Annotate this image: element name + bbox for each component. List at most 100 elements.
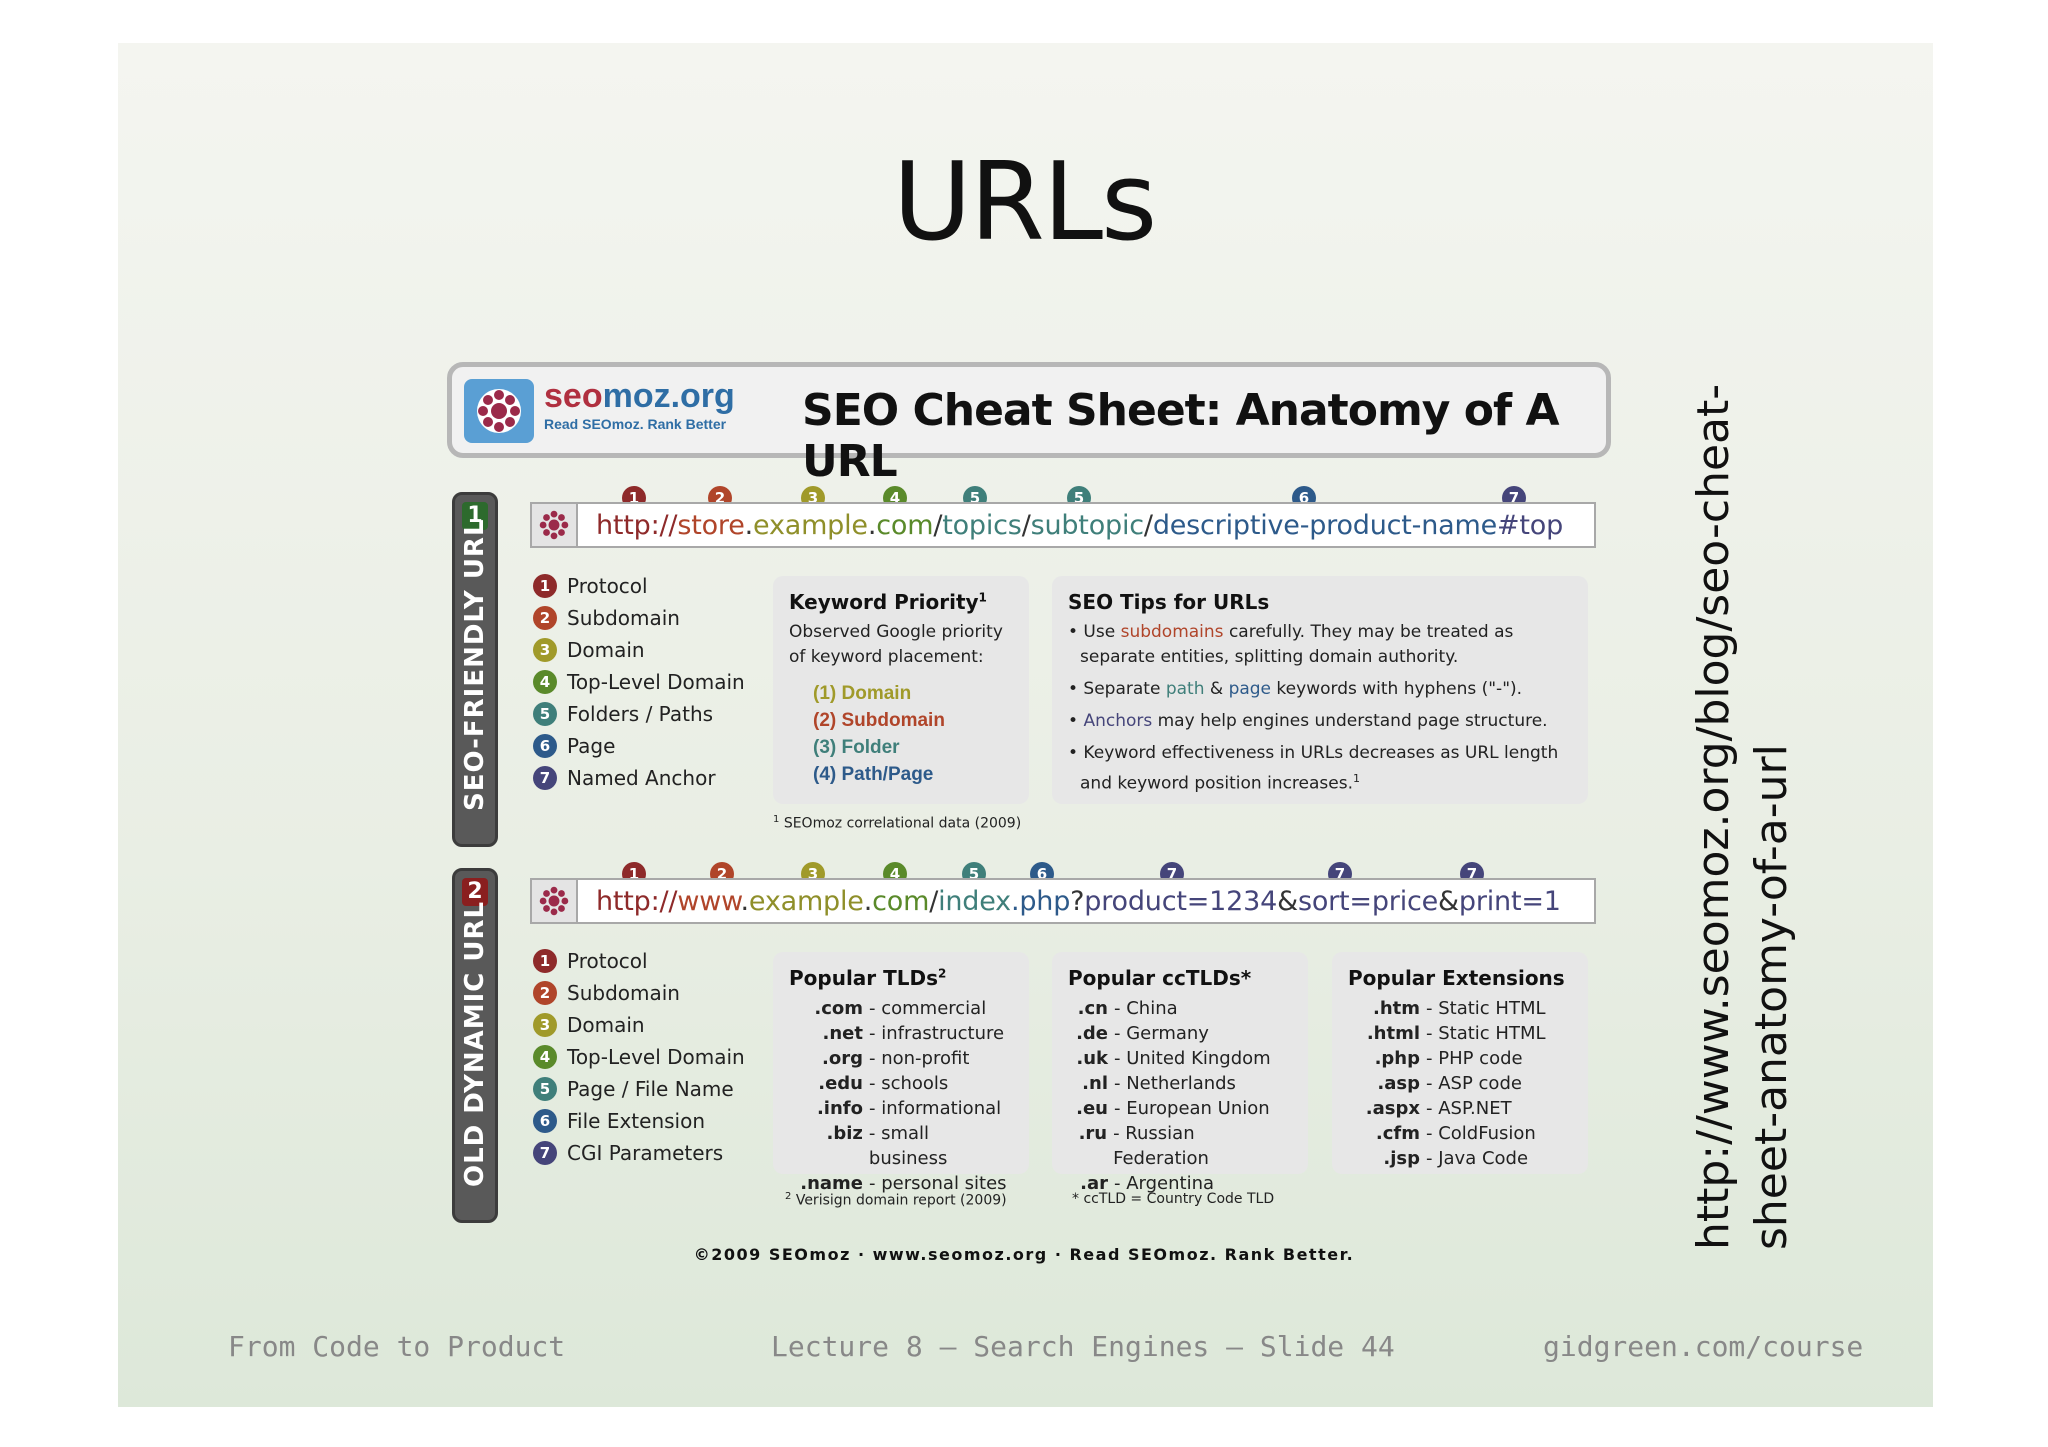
component-label: Protocol — [567, 574, 648, 598]
row-value: - informational — [869, 1098, 1002, 1119]
table-row: .nl- Netherlands — [1068, 1071, 1292, 1096]
footnote-cctld: * ccTLD = Country Code TLD — [1072, 1191, 1275, 1207]
footnote-2-sup: 2 — [785, 1191, 792, 1202]
url-domain: example — [748, 886, 864, 917]
number-badge-icon: 3 — [533, 638, 557, 662]
logo-name-a: seo — [544, 377, 603, 415]
row-key: .php — [1374, 1048, 1420, 1069]
table-row: .ru- Russian Federation — [1068, 1121, 1292, 1171]
url-subdomain: www — [677, 886, 741, 917]
row-key: .edu — [818, 1073, 863, 1094]
table-row: .htm- Static HTML — [1348, 996, 1572, 1021]
row-key: .de — [1076, 1023, 1108, 1044]
footer-slide-info: Lecture 8 — Search Engines — Slide 44 — [771, 1330, 1395, 1363]
row-value: - PHP code — [1426, 1048, 1523, 1069]
row-key: .ar — [1080, 1173, 1108, 1194]
url-domain: example — [753, 510, 868, 541]
row-value: - Static HTML — [1426, 1023, 1546, 1044]
row-value: - small business — [868, 1123, 948, 1169]
cheat-sheet-title: SEO Cheat Sheet: Anatomy of A URL — [802, 385, 1560, 487]
number-badge-icon: 1 — [533, 949, 557, 973]
row-value: - commercial — [869, 998, 987, 1019]
tip-4: • Keyword effectiveness in URLs decrease… — [1068, 743, 1559, 794]
row-key: .biz — [826, 1123, 863, 1144]
component-label: Domain — [567, 638, 645, 662]
slide-title: URLs — [892, 140, 1158, 265]
tip-2: • Separate path & page keywords with hyp… — [1068, 679, 1523, 699]
table-row: .html- Static HTML — [1348, 1021, 1572, 1046]
row-key: .name — [800, 1173, 863, 1194]
popular-extensions-panel: Popular Extensions .htm- Static HTML.htm… — [1332, 952, 1588, 1174]
source-url-line1: http://www.seomoz.org/blog/seo-cheat- — [1688, 383, 1739, 1250]
table-row: .asp- ASP code — [1348, 1071, 1572, 1096]
url-tld: com — [876, 510, 934, 541]
row-value: - Netherlands — [1114, 1073, 1236, 1094]
row-value: - European Union — [1114, 1098, 1270, 1119]
row-key: .org — [822, 1048, 863, 1069]
section1-url: http://store.example.com/topics/subtopic… — [596, 510, 1563, 541]
row-key: .uk — [1076, 1048, 1108, 1069]
section1-badge: 1 — [462, 502, 488, 530]
row-value: - Russian Federation — [1113, 1123, 1209, 1169]
row-key: .htm — [1372, 998, 1420, 1019]
url-protocol: http:// — [596, 886, 678, 917]
popular-tlds-panel: Popular TLDs2 .com- commercial.net- infr… — [773, 952, 1029, 1194]
row-key: .net — [822, 1023, 863, 1044]
table-row: .ar - Argentina — [1068, 1171, 1292, 1196]
row-key: .eu — [1076, 1098, 1108, 1119]
number-badge-icon: 5 — [533, 702, 557, 726]
row-value: - personal sites — [869, 1173, 1007, 1194]
url-param: product=1234 — [1084, 886, 1278, 917]
url-amp: & — [1277, 886, 1298, 917]
row-key: .cfm — [1375, 1123, 1420, 1144]
logo-tagline: Read SEOmoz. Rank Better — [544, 416, 727, 432]
row-value: - Java Code — [1426, 1148, 1529, 1169]
url-amp: & — [1438, 886, 1459, 917]
component-label: Page — [567, 734, 616, 758]
popular-cctlds-panel: Popular ccTLDs* .cn- China.de- Germany.u… — [1052, 952, 1308, 1194]
number-badge-icon: 2 — [533, 606, 557, 630]
row-key: .com — [814, 998, 863, 1019]
source-url: http://www.seomoz.org/blog/seo-cheat- sh… — [1685, 384, 1801, 1250]
section1-label: 1 SEO-FRIENDLY URL — [452, 492, 498, 847]
url-dot: . — [867, 510, 877, 541]
section2-url: http://www.example.com/index.php?product… — [596, 886, 1561, 917]
tip-keyword-anchors: Anchors — [1083, 711, 1153, 731]
footnote-1: 1 SEOmoz correlational data (2009) — [773, 814, 1021, 832]
source-url-line2: sheet-anatomy-of-a-url — [1746, 744, 1797, 1250]
table-row: .name - personal sites — [789, 1171, 1013, 1196]
section2-url-bar: http://www.example.com/index.php?product… — [530, 878, 1596, 924]
url-page: index — [938, 886, 1011, 917]
number-badge-icon: 4 — [533, 1045, 557, 1069]
table-row: .edu- schools — [789, 1071, 1013, 1096]
table-row: .biz- small business — [789, 1121, 1013, 1171]
row-value: - Argentina — [1114, 1173, 1215, 1194]
row-key: .aspx — [1365, 1098, 1420, 1119]
url-param: sort=price — [1297, 886, 1439, 917]
section1-label-text: SEO-FRIENDLY URL — [460, 518, 490, 811]
row-key: .info — [816, 1098, 863, 1119]
copyright: ©2009 SEOmoz · www.seomoz.org · Read SEO… — [693, 1245, 1355, 1264]
footnote-1-text: SEOmoz correlational data (2009) — [783, 815, 1022, 832]
component-label: Domain — [567, 1013, 645, 1037]
keyword-priority-sup: 1 — [978, 590, 987, 605]
component-label: Page / File Name — [567, 1077, 734, 1101]
row-value: - United Kingdom — [1114, 1048, 1271, 1069]
seo-tips-title: SEO Tips for URLs — [1068, 590, 1270, 614]
section2-label-text: OLD DYNAMIC URL — [460, 900, 490, 1187]
tip-keyword-page: page — [1228, 679, 1272, 699]
seomoz-logo-icon — [464, 379, 534, 443]
table-row: .php - PHP code — [1348, 1046, 1572, 1071]
table-row: .jsp- Java Code — [1348, 1146, 1572, 1171]
component-label: Named Anchor — [567, 766, 716, 790]
url-slash: / — [929, 886, 939, 917]
table-row: .eu - European Union — [1068, 1096, 1292, 1121]
